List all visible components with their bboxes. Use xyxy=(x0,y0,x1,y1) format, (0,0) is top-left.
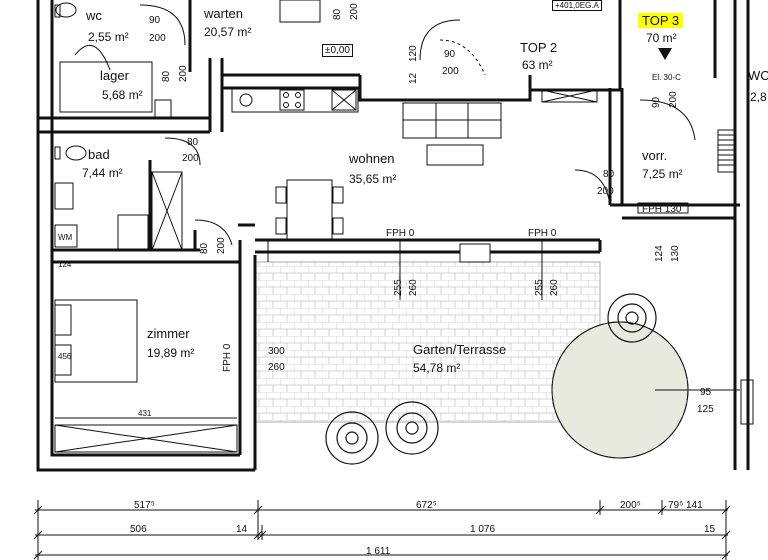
bottom-dim-r1-4: 79⁵ xyxy=(668,500,684,511)
door-d7-height: 200 xyxy=(668,91,679,108)
door-d4-height: 200 xyxy=(597,186,614,197)
room-vorr-name: vorr. xyxy=(642,148,668,163)
height-h2b: 260 xyxy=(549,279,560,296)
door-swings xyxy=(74,4,696,246)
small-dim-s2: 456 xyxy=(58,352,72,361)
height-h4b: 12 xyxy=(408,72,419,84)
bottom-dim-r1-5: 141 xyxy=(686,500,703,511)
room-garten-name: Garten/Terrasse xyxy=(413,342,507,357)
fph-1: FPH 0 xyxy=(386,228,415,239)
level-elx: El. 30-C xyxy=(652,73,681,82)
door-d8-height: 200 xyxy=(349,3,360,20)
window-w1a: 300 xyxy=(268,346,285,357)
room-top3-area: 70 m² xyxy=(646,31,677,45)
room-warten-name: warten xyxy=(204,6,244,21)
bottom-dim-r1-1: 517⁵ xyxy=(134,500,155,511)
height-h4: 120 xyxy=(408,45,419,62)
small-dim-s1: 124 xyxy=(58,260,72,269)
height-h2: 255 xyxy=(534,279,545,296)
door-d5-height: 200 xyxy=(178,65,189,82)
level-zero-mark: ±0,00 xyxy=(322,44,353,57)
room-top2-area: 63 m² xyxy=(522,58,553,72)
door-d3-height: 200 xyxy=(442,66,459,77)
room-lager-area: 5,68 m² xyxy=(102,88,143,102)
room-zimmer-area: 19,89 m² xyxy=(147,346,195,360)
walls xyxy=(36,0,750,472)
bottom-dim-r1-3: 200⁵ xyxy=(620,500,641,511)
room-warten-area: 20,57 m² xyxy=(204,25,252,39)
window-w3: 431 xyxy=(138,409,152,418)
tree-small-1 xyxy=(607,293,657,343)
bottom-dim-r3-1: 1 611 xyxy=(366,546,391,557)
fph-4: FPH 0 xyxy=(222,343,233,372)
bottom-dim-r2-2: 14 xyxy=(236,524,248,535)
bottom-dim-r2-3: 1 076 xyxy=(470,524,496,535)
bottom-dim-r2-1: 506 xyxy=(130,524,147,535)
dimension-lines xyxy=(33,240,740,560)
room-lager-name: lager xyxy=(100,68,129,83)
furniture xyxy=(54,0,754,453)
door-d7-width: 90 xyxy=(651,96,662,108)
room-wc-area: 2,55 m² xyxy=(88,30,129,44)
window-w1b: 260 xyxy=(268,362,285,373)
room-garten-area: 54,78 m² xyxy=(413,361,461,375)
room-right-edge-name: WC xyxy=(748,68,768,83)
level-top-small: +401,0EG.A xyxy=(552,0,602,11)
bottom-dim-r1-2: 672⁵ xyxy=(416,500,437,511)
height-h3b: 130 xyxy=(670,245,681,262)
door-d4-width: 80 xyxy=(603,169,615,180)
room-wc-name: wc xyxy=(86,8,102,23)
room-vorr-area: 7,25 m² xyxy=(642,167,683,181)
height-h1b: 260 xyxy=(408,279,419,296)
door-d6-height: 200 xyxy=(216,237,227,254)
door-d8-width: 80 xyxy=(332,8,343,20)
door-d2-width: 80 xyxy=(187,137,199,148)
door-d1-height: 200 xyxy=(149,33,166,44)
door-d5-width: 80 xyxy=(161,70,172,82)
room-zimmer-name: zimmer xyxy=(147,326,190,341)
room-bad-area: 7,44 m² xyxy=(82,166,123,180)
room-top3-name: TOP 3 xyxy=(638,13,684,28)
bottom-dim-r2-4: 15 xyxy=(704,524,716,535)
room-right-edge-area: 2,8 xyxy=(750,90,767,104)
tree-small-3 xyxy=(385,401,439,455)
height-h3: 124 xyxy=(654,245,665,262)
room-wohnen-area: 35,65 m² xyxy=(349,172,397,186)
height-h1: 255 xyxy=(393,279,404,296)
window-w2b: 125 xyxy=(697,404,714,415)
door-d2-height: 200 xyxy=(182,153,199,164)
door-d6-width: 80 xyxy=(199,242,210,254)
room-top2-name: TOP 2 xyxy=(520,40,558,55)
window-w2a: 95 xyxy=(700,387,712,398)
room-bad-name: bad xyxy=(88,147,110,162)
room-wohnen-name: wohnen xyxy=(349,151,395,166)
tree-small-2 xyxy=(325,411,379,465)
top3-marker-icon xyxy=(658,48,672,60)
fph-2: FPH 0 xyxy=(528,228,557,239)
washing-machine-label: WM xyxy=(58,233,73,242)
fph-3: FPH 130 xyxy=(642,204,682,215)
door-d1-width: 90 xyxy=(149,15,161,26)
door-d3-width: 90 xyxy=(444,49,456,60)
